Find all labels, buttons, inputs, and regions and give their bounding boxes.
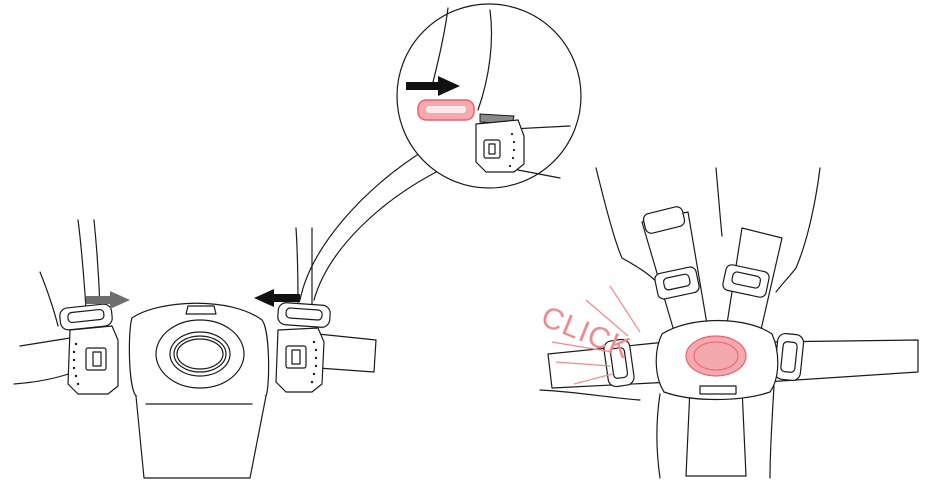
arrow-right-icon [406, 76, 460, 96]
left-illustration [13, 219, 377, 479]
magnifier-circle [396, 3, 582, 189]
sound-lines [551, 285, 641, 385]
arrow-left-icon [254, 289, 300, 307]
buckle-housing [128, 302, 270, 479]
left-shoulder-strap [77, 219, 101, 309]
left-buckle-tongue [67, 325, 119, 395]
crotch-strap [135, 395, 267, 479]
crotch-strap-right [685, 387, 747, 477]
right-buckle-tongue [275, 327, 325, 393]
left-waist-adjuster [603, 338, 635, 388]
callout-connector [299, 147, 445, 301]
right-illustration: CLICK [537, 167, 919, 479]
right-waist-strap [317, 333, 377, 373]
right-strap-adjuster [277, 302, 331, 328]
right-waist-adjuster [773, 332, 805, 382]
left-top-adjuster [642, 206, 686, 234]
torso-outline-right [775, 167, 821, 293]
buckle-fastened [655, 320, 779, 401]
release-button [155, 319, 245, 389]
right-shoulder-strap [295, 227, 313, 307]
legs-outline [539, 385, 775, 479]
torso-outline-left [595, 167, 659, 285]
arrow-right-icon [86, 291, 130, 309]
zoom-callout [299, 3, 582, 301]
